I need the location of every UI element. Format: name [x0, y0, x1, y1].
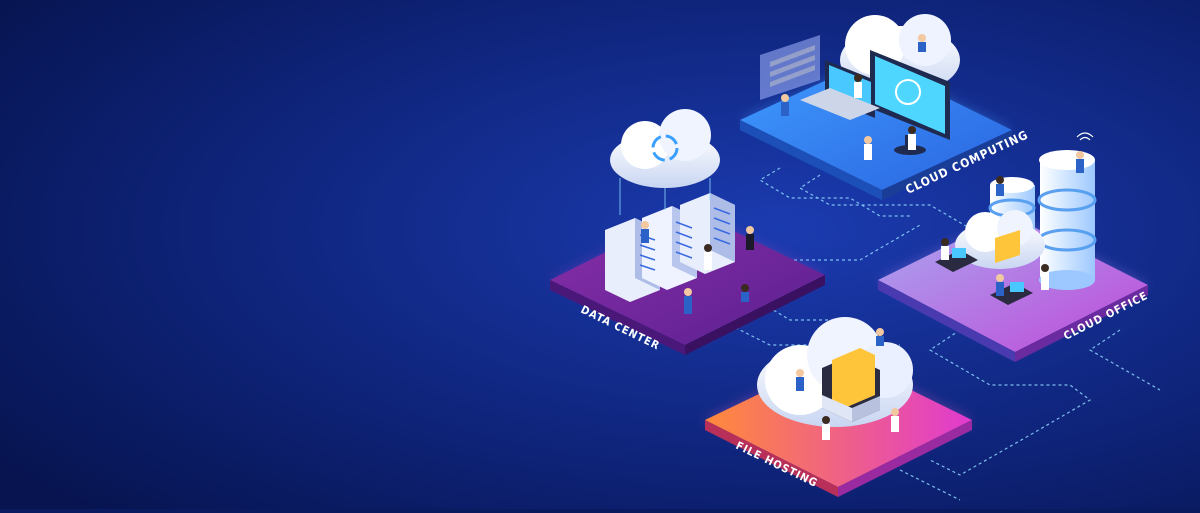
people-icon	[781, 34, 926, 160]
folder-cloud-icon	[955, 210, 1045, 269]
wifi-icon	[1076, 132, 1094, 141]
file-drawer-icon	[822, 348, 880, 422]
file-hosting-platform: FILE HOSTING	[705, 317, 972, 497]
people-icon	[641, 221, 754, 314]
desk-icon	[935, 248, 1033, 305]
people-icon	[941, 151, 1084, 296]
cloud-office-platform: CLOUD OFFICE	[878, 132, 1150, 362]
code-panel-icon	[760, 35, 820, 100]
data-center-platform: DATA CENTER	[550, 109, 825, 355]
cloud-computing-platform: CLOUD COMPUTING	[740, 14, 1031, 406]
sync-cloud-icon	[610, 109, 720, 188]
platform-top	[740, 60, 1012, 190]
people-icon	[796, 328, 899, 440]
monitor-icon	[870, 50, 950, 155]
